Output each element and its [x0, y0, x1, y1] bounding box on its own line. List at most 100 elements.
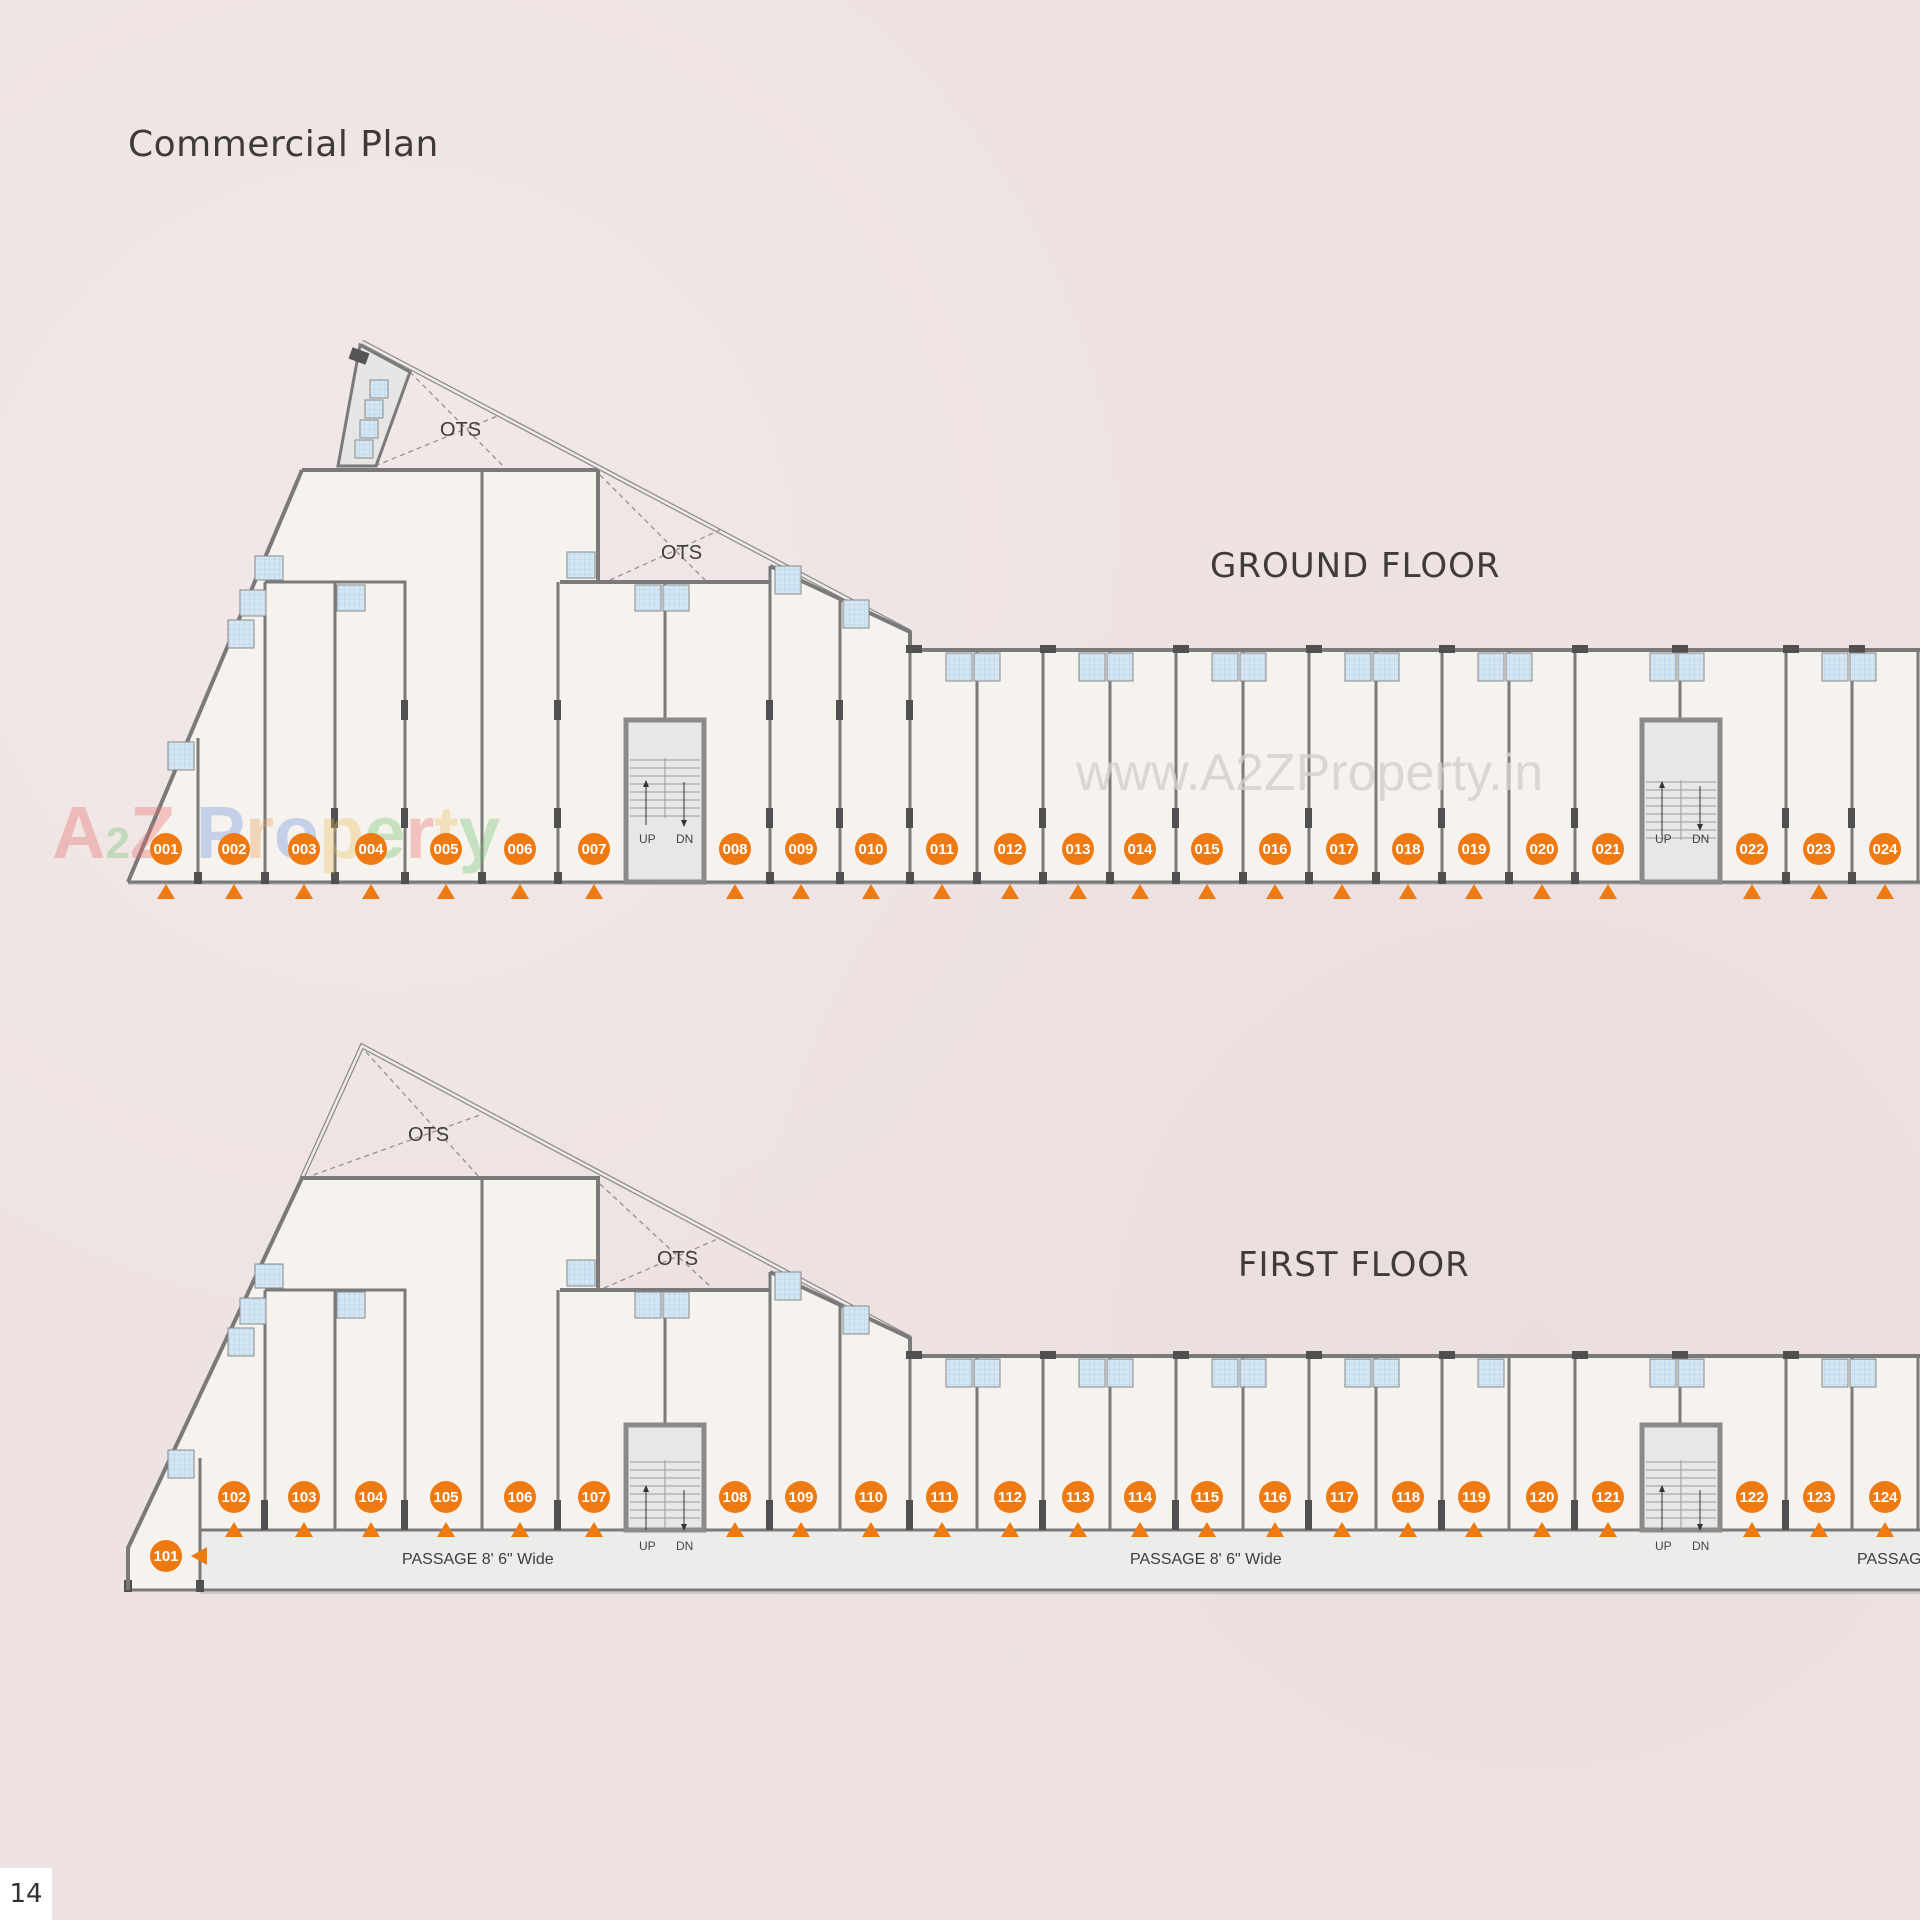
unit-number: 110 [859, 1489, 883, 1506]
unit-badge-icon [355, 1481, 387, 1513]
unit-marker: 122 [1736, 1481, 1768, 1537]
stair-up-label: UP [639, 1539, 656, 1553]
entrance-arrow-icon [792, 884, 810, 899]
unit-number: 010 [858, 841, 883, 858]
ots-dashed-lines [304, 1051, 721, 1289]
unit-badge-icon [1326, 833, 1358, 865]
unit-number: 120 [1529, 1489, 1554, 1506]
unit-marker: 104 [355, 1481, 387, 1537]
entrance-arrow-icon [295, 1522, 313, 1537]
unit-number: 109 [788, 1489, 813, 1506]
stair-dn-label: DN [676, 1539, 693, 1553]
unit-badge-icon [578, 833, 610, 865]
entrance-arrow-icon [362, 884, 380, 899]
unit-badge-icon [994, 833, 1026, 865]
entrance-arrow-icon [1069, 884, 1087, 899]
page-title: Commercial Plan [128, 124, 439, 165]
passage-label: PASSAGE [1857, 1551, 1920, 1568]
unit-badge-icon [150, 833, 182, 865]
unit-number: 111 [930, 1489, 953, 1506]
stair-dn-label: DN [1692, 832, 1709, 846]
entrance-arrow-icon [792, 1522, 810, 1537]
entrance-arrow-icon [1198, 884, 1216, 899]
entrance-arrow-icon [726, 884, 744, 899]
unit-number: 001 [153, 841, 178, 858]
unit-badge-icon [288, 1481, 320, 1513]
unit-marker: 107 [578, 1481, 610, 1537]
unit-marker: 022 [1736, 833, 1768, 899]
entrance-arrow-icon [1069, 1522, 1087, 1537]
unit-badge-icon [218, 1481, 250, 1513]
entrance-arrow-icon [191, 1547, 207, 1565]
stair-up-label: UP [639, 832, 656, 846]
ground-toilets [167, 379, 1877, 771]
entrance-arrow-icon [933, 1522, 951, 1537]
unit-marker: 003 [288, 833, 320, 899]
unit-badge-icon [430, 833, 462, 865]
unit-marker: 117 [1326, 1481, 1358, 1537]
entrance-arrow-icon [862, 884, 880, 899]
ots-label: OTS [408, 1124, 449, 1146]
unit-number: 017 [1329, 841, 1354, 858]
unit-badge-icon [785, 833, 817, 865]
unit-number: 011 [930, 841, 954, 858]
watermark-url: www.A2ZProperty.in [1075, 744, 1543, 802]
unit-number: 108 [722, 1489, 747, 1506]
unit-number: 015 [1194, 841, 1219, 858]
entrance-arrow-icon [1743, 1522, 1761, 1537]
unit-marker: 115 [1191, 1481, 1223, 1537]
unit-number: 014 [1127, 841, 1153, 858]
unit-badge-icon [1458, 833, 1490, 865]
first-floor-plan: UP DN UP DN [124, 1042, 1920, 1594]
unit-badge-icon [355, 833, 387, 865]
unit-badge-icon [1259, 1481, 1291, 1513]
unit-number: 116 [1263, 1489, 1287, 1506]
unit-number: 021 [1595, 841, 1620, 858]
unit-badge-icon [1526, 833, 1558, 865]
unit-badge-icon [1526, 1481, 1558, 1513]
unit-badge-icon [430, 1481, 462, 1513]
entrance-arrow-icon [1266, 884, 1284, 899]
unit-marker: 109 [785, 1481, 817, 1537]
unit-number: 024 [1872, 841, 1898, 858]
entrance-arrow-icon [511, 1522, 529, 1537]
unit-number: 005 [433, 841, 458, 858]
unit-marker: 024 [1869, 833, 1901, 899]
entrance-arrow-icon [1533, 1522, 1551, 1537]
ground-staircase-right: UP DN [1639, 717, 1723, 885]
unit-marker: 116 [1259, 1481, 1291, 1537]
unit-marker: 105 [430, 1481, 462, 1537]
unit-number: 105 [433, 1489, 458, 1506]
first-staircase-left: UP DN [623, 1422, 707, 1553]
unit-badge-icon [1458, 1481, 1490, 1513]
unit-marker: 005 [430, 833, 462, 899]
unit-marker: 013 [1062, 833, 1094, 899]
entrance-arrow-icon [1810, 1522, 1828, 1537]
unit-badge-icon [504, 833, 536, 865]
unit-number: 006 [507, 841, 532, 858]
entrance-arrow-icon [1198, 1522, 1216, 1537]
entrance-arrow-icon [933, 884, 951, 899]
unit-marker: 019 [1458, 833, 1490, 899]
entrance-arrow-icon [1465, 884, 1483, 899]
stair-dn-label: DN [676, 832, 693, 846]
unit-badge-icon [218, 833, 250, 865]
unit-marker: 023 [1803, 833, 1835, 899]
unit-badge-icon [1191, 833, 1223, 865]
unit-number: 113 [1066, 1489, 1090, 1506]
ground-floor-plan: UP DN UP DN [52, 339, 1920, 899]
unit-number: 018 [1395, 841, 1420, 858]
entrance-arrow-icon [1131, 884, 1149, 899]
unit-badge-icon [1392, 1481, 1424, 1513]
unit-marker: 012 [994, 833, 1026, 899]
ots-label: OTS [661, 542, 702, 564]
first-toilets [167, 1259, 1877, 1479]
unit-marker: 118 [1392, 1481, 1424, 1537]
unit-badge-icon [719, 1481, 751, 1513]
unit-marker: 010 [855, 833, 887, 899]
page-number: 14 [0, 1868, 52, 1920]
passage-label: PASSAGE 8' 6" Wide [1130, 1551, 1282, 1568]
unit-number: 124 [1872, 1489, 1898, 1506]
unit-badge-icon [1259, 833, 1291, 865]
